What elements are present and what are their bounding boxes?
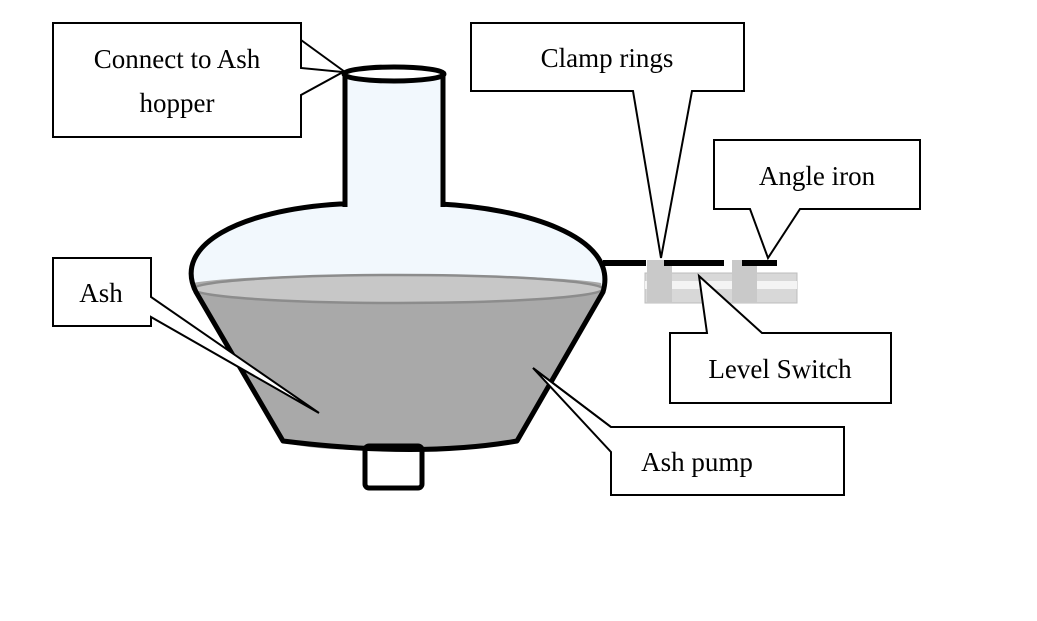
callout-connect-box — [52, 22, 347, 138]
callout-ash-box — [52, 257, 320, 414]
callout-ash: Ash — [52, 257, 320, 414]
callout-ash-pump: Ash pump — [532, 367, 845, 496]
callout-clamp-rings: Clamp rings — [470, 22, 745, 259]
callout-connect-leader — [300, 39, 346, 73]
vessel-body-fill — [190, 204, 605, 292]
clamp-ring-right — [732, 260, 757, 303]
ash-fill — [193, 274, 603, 451]
callout-angle-label: Angle iron — [759, 161, 876, 191]
vessel-outline — [188, 201, 608, 452]
callout-level-switch: Level Switch — [669, 273, 892, 404]
callout-clamp-label: Clamp rings — [541, 43, 674, 73]
callout-pump-label: Ash pump — [641, 447, 753, 477]
callout-connect-line2: hopper — [140, 88, 215, 118]
ash-surface — [191, 273, 605, 305]
callout-ash-label: Ash — [79, 278, 123, 308]
level-switch-pipe-highlight — [645, 281, 797, 289]
top-inlet-pipe-rim — [341, 64, 447, 84]
bottom-outlet — [362, 443, 425, 491]
callout-level-box — [669, 273, 892, 404]
callout-pump-leader — [532, 367, 612, 428]
callout-angle-iron: Angle iron — [713, 139, 921, 261]
ash-vessel — [188, 64, 608, 491]
callout-angle-box — [713, 139, 921, 261]
clamp-ring-left — [647, 260, 672, 303]
callout-connect-line1: Connect to Ash — [94, 44, 261, 74]
callout-clamp-box — [470, 22, 745, 259]
top-inlet-pipe — [343, 74, 445, 207]
callout-level-label: Level Switch — [708, 354, 852, 384]
callout-connect-to-ash-hopper: Connect to Ash hopper — [52, 22, 347, 138]
